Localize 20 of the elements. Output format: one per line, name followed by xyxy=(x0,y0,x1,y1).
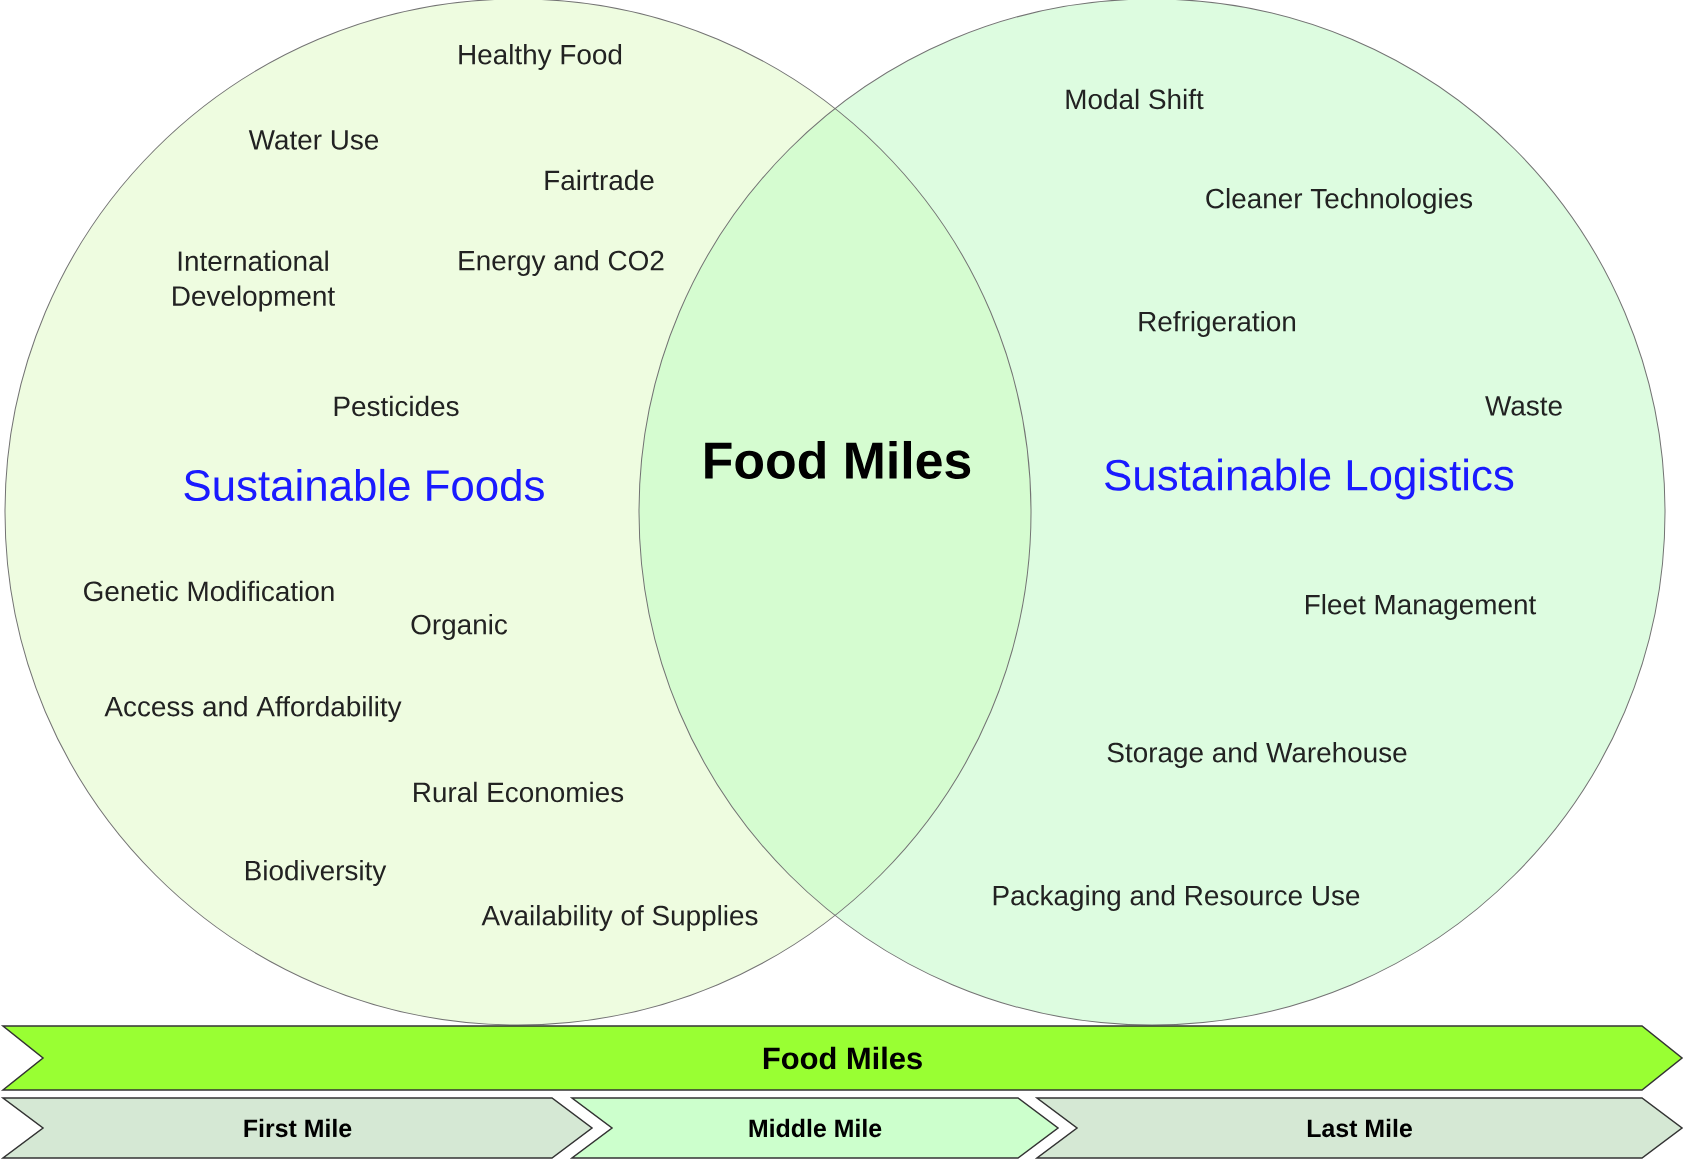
topic-label: Cleaner Technologies xyxy=(1206,188,1473,214)
topic-label: Refrigeration xyxy=(1139,311,1296,337)
topic-label: Water Use xyxy=(248,130,379,150)
topic-label: Organic xyxy=(411,614,508,640)
topic-label: International Development xyxy=(173,250,335,312)
topic-label: Biodiversity xyxy=(245,860,387,886)
topic-label: Healthy Food xyxy=(459,44,622,70)
stage-band: Food Miles xyxy=(0,1025,1684,1091)
stage-band: First Mile xyxy=(0,1097,594,1159)
topic-label: Pesticides xyxy=(334,395,459,417)
stage-band: Middle Mile xyxy=(569,1097,1060,1159)
topic-label: Rural Economies xyxy=(414,781,624,803)
overlap-label: Food Miles xyxy=(705,440,971,479)
topic-label: Fleet Management xyxy=(1306,594,1537,620)
topic-label: Genetic Modification xyxy=(84,580,334,602)
topic-label: Waste xyxy=(1485,396,1562,416)
topic-label: Storage and Warehouse xyxy=(1107,742,1407,768)
topic-label: Modal Shift xyxy=(1066,88,1204,110)
topic-label: Access and Affordability xyxy=(104,696,402,722)
stage-band: Last Mile xyxy=(1034,1097,1684,1159)
